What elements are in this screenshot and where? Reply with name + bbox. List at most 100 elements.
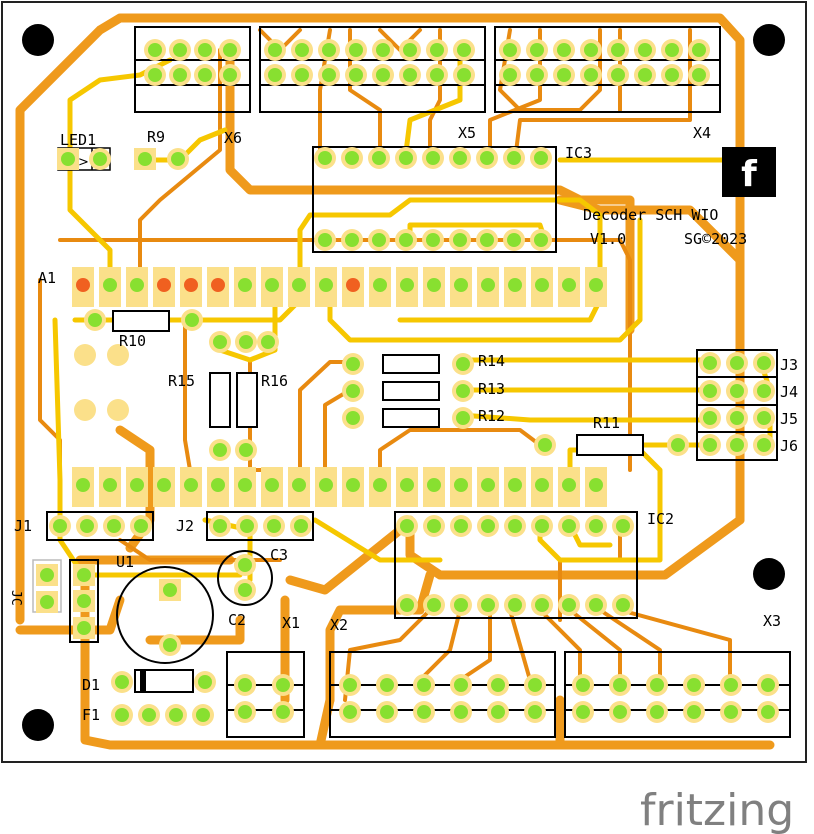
ic2-pad [612, 515, 634, 537]
a1-top-pad [396, 267, 418, 307]
label-x1: X1 [282, 614, 300, 632]
j-pad [726, 434, 748, 456]
x4-pad [526, 64, 548, 86]
c3-outline [217, 550, 273, 606]
r12-body [382, 408, 440, 428]
r11-pad [667, 434, 689, 456]
fritzing-logo-icon [722, 147, 776, 197]
r-left-pad [342, 353, 364, 375]
u1-pad [73, 617, 95, 639]
a1-top-pad [585, 267, 607, 307]
x2-pad [524, 701, 546, 723]
mounting-hole-top-right [753, 24, 785, 56]
x2-pad [376, 701, 398, 723]
a1-top-pad [288, 267, 310, 307]
label-r16: R16 [261, 372, 288, 390]
x4-pad [526, 39, 548, 61]
x5-pad [345, 39, 367, 61]
x3-pad [757, 674, 779, 696]
x5-pad [426, 39, 448, 61]
label-j3: J3 [780, 356, 798, 374]
x4-pad [688, 39, 710, 61]
ic3-pad [503, 147, 525, 169]
r11-body [576, 434, 644, 456]
x2-pad [376, 674, 398, 696]
header-j3-j6 [696, 349, 778, 461]
a1-bottom-pad [153, 467, 175, 507]
label-x6: X6 [224, 129, 242, 147]
a1-bottom-pad [504, 467, 526, 507]
a1-bottom-pad [423, 467, 445, 507]
x6-pad [194, 39, 216, 61]
j2-pad [263, 515, 285, 537]
x5-pad [345, 64, 367, 86]
f1-pad [111, 704, 133, 726]
x2-pad [450, 701, 472, 723]
ic2-pad [396, 515, 418, 537]
a1-top-pad [261, 267, 283, 307]
x4-pad [634, 39, 656, 61]
x4-pad [580, 64, 602, 86]
x2-pad [339, 701, 361, 723]
d1-cathode-band [140, 670, 146, 692]
x6-pad [169, 39, 191, 61]
j-pad [726, 352, 748, 374]
c2-outline [116, 566, 214, 664]
j1-pad [49, 515, 71, 537]
label-jc: JC [8, 590, 23, 606]
x3-pad [609, 701, 631, 723]
x2-pad [487, 674, 509, 696]
r16-pad [235, 439, 257, 461]
label-d1: D1 [82, 676, 100, 694]
r13-body [382, 381, 440, 401]
a1-top-pad [180, 267, 202, 307]
led1-pad [57, 148, 79, 170]
label-ic2: IC2 [647, 510, 674, 528]
label-x4: X4 [693, 124, 711, 142]
ic3-pad [314, 147, 336, 169]
x5-pad [426, 64, 448, 86]
x1-pad [272, 701, 294, 723]
r10-body [112, 310, 170, 332]
ic2-pad [423, 515, 445, 537]
r16-body [236, 372, 258, 428]
x3-pad [720, 674, 742, 696]
ic2-pad [423, 594, 445, 616]
a1-top-pad [126, 267, 148, 307]
mount-pad [107, 399, 129, 421]
a1-bottom-pad [180, 467, 202, 507]
j1-outline [46, 511, 154, 541]
a1-bottom-pad [558, 467, 580, 507]
label-r10: R10 [119, 332, 146, 350]
j-pad [699, 352, 721, 374]
x1-pad [234, 674, 256, 696]
x2-pad [524, 674, 546, 696]
r15-body [209, 372, 231, 428]
a1-bottom-pad [288, 467, 310, 507]
a1-bottom-pad [477, 467, 499, 507]
a1-top-pad [531, 267, 553, 307]
x3-pad [572, 701, 594, 723]
ic3-pad [368, 229, 390, 251]
d1-body [134, 669, 194, 693]
r10-pad [84, 309, 106, 331]
x4-pad [661, 39, 683, 61]
j1-pad [130, 515, 152, 537]
label-j4: J4 [780, 383, 798, 401]
j2-outline [206, 511, 314, 541]
x4-pad [499, 64, 521, 86]
x3-pad [720, 701, 742, 723]
a1-bottom-pad [72, 467, 94, 507]
board-title: Decoder SCH WIO [583, 206, 718, 224]
label-c3: C3 [270, 546, 288, 564]
a1-top-pad [207, 267, 229, 307]
u1-pad [73, 564, 95, 586]
r9-pad [167, 148, 189, 170]
label-r11: R11 [593, 414, 620, 432]
u1-pad [73, 590, 95, 612]
x4-pad [553, 64, 575, 86]
board-copyright: SG©2023 [684, 230, 747, 248]
x6-pad [194, 64, 216, 86]
r16-pad [257, 331, 279, 353]
x2-pad [339, 674, 361, 696]
